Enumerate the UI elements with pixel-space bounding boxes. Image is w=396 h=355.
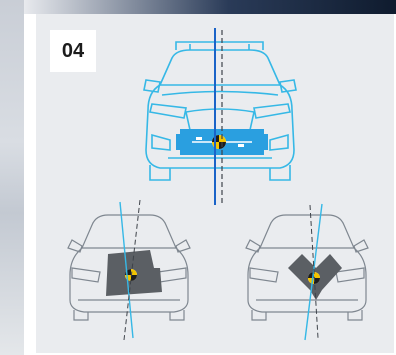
front-view-car-icon bbox=[144, 42, 296, 180]
